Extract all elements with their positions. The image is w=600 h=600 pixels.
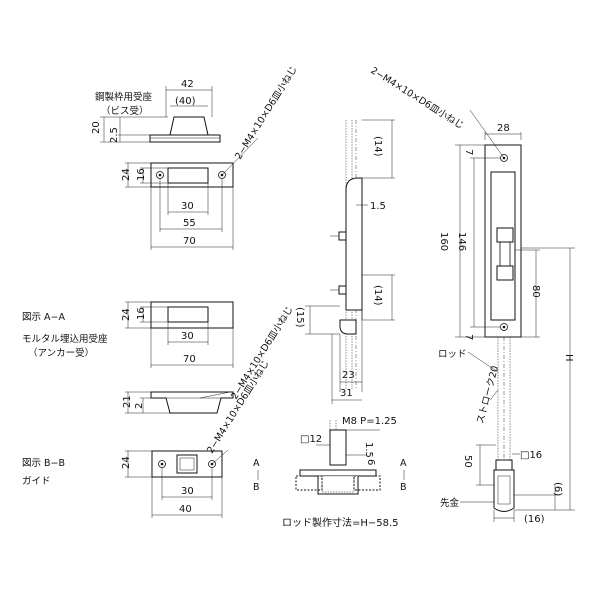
dim-160: 160 xyxy=(438,232,449,251)
view-a-a-label: 図示 A−A xyxy=(22,312,65,323)
stroke-label: ストローク20 xyxy=(475,365,501,425)
anchor-receiver-label: （アンカー受） xyxy=(28,347,94,359)
steel-receiver-top-dims: 42 (40) 20 2.5 xyxy=(91,79,213,143)
dim-1-5-b: 1.5 xyxy=(363,442,374,458)
latch-label: 先金 xyxy=(440,497,460,509)
steel-receiver-plan-view: 24 16 30 55 70 xyxy=(121,162,234,250)
dim-7-a: 7 xyxy=(463,149,474,155)
bolt-side-dims: (14) 1.5 (14) (15) 23 31 xyxy=(294,119,395,404)
mortar-receiver-side-view: 21 2 xyxy=(122,391,234,414)
flush-bolt-dims: 28 160 146 7 7 80 H □16 50 (6) (16) xyxy=(438,123,575,525)
section-a-left: A xyxy=(253,458,260,469)
dim-15-p: (15) xyxy=(294,307,305,328)
dim-24-b: 24 xyxy=(121,308,132,321)
dim-2-5: 2.5 xyxy=(109,127,120,143)
dim-70-a: 70 xyxy=(183,236,196,247)
view-b-b-label: 図示 B−B xyxy=(22,458,65,469)
dim-23: 23 xyxy=(342,370,355,381)
dim-2: 2 xyxy=(134,403,145,409)
dim-28: 28 xyxy=(497,123,510,134)
dim-50: 50 xyxy=(462,455,473,468)
dim-h: H xyxy=(563,354,574,362)
dim-70-b: 70 xyxy=(183,354,196,365)
mortar-receiver-plan-view: 24 16 30 70 xyxy=(121,301,234,368)
dim-12: □12 xyxy=(300,434,322,445)
screw-leader-right: 2−M4×10×D6皿小ねじ xyxy=(368,65,505,159)
guide-cross-section: M8 P=1.25 □12 1.5 6 xyxy=(295,416,397,495)
rod-label-leader: ロッド xyxy=(438,349,499,373)
dim-14-a: (14) xyxy=(372,136,383,157)
dim-16-b: 16 xyxy=(136,307,147,320)
dim-31: 31 xyxy=(340,388,353,399)
dim-6: 6 xyxy=(365,459,376,465)
screw-receiver-label: （ビス受） xyxy=(101,105,149,117)
dim-146: 146 xyxy=(456,232,467,251)
dim-6-p: (6) xyxy=(552,482,563,496)
dim-16-a: 16 xyxy=(136,168,147,181)
screw-spec-top: 2−M4×10×D6皿小ねじ xyxy=(233,64,299,161)
dim-16-square: □16 xyxy=(520,450,542,461)
screw-spec-right: 2−M4×10×D6皿小ねじ xyxy=(368,65,465,131)
section-a-right: A xyxy=(400,458,407,469)
rod-length-formula: ロッド製作寸法=H−58.5 xyxy=(282,516,399,529)
dim-21: 21 xyxy=(122,395,133,408)
dim-7-b: 7 xyxy=(463,334,474,340)
dim-1-5: 1.5 xyxy=(370,201,386,212)
bolt-side-view xyxy=(330,120,363,390)
dim-24-c: 24 xyxy=(121,456,132,469)
stroke-label-leader: ストローク20 xyxy=(475,365,501,425)
steel-frame-receiver-label: 鋼製枠用受座 xyxy=(95,91,153,103)
dim-40: (40) xyxy=(175,96,196,107)
dim-20: 20 xyxy=(91,121,102,134)
dim-14-b: (14) xyxy=(372,285,383,306)
section-a-b-markers-right: A B xyxy=(400,458,407,493)
latch-label-leader: 先金 xyxy=(440,497,494,509)
section-b-right: B xyxy=(400,482,407,493)
dim-30-a: 30 xyxy=(181,201,194,212)
dim-40-c: 40 xyxy=(179,504,192,515)
screw-spec-mid: 2−M4×10×D6皿小ねじ xyxy=(229,304,295,401)
steel-receiver-side-view xyxy=(149,116,221,143)
dim-30-c: 30 xyxy=(181,486,194,497)
dim-55: 55 xyxy=(183,218,196,229)
guide-label: ガイド xyxy=(22,476,51,487)
dim-24-a: 24 xyxy=(121,168,132,181)
section-a-b-markers-left: A B xyxy=(253,458,260,493)
dim-42: 42 xyxy=(181,79,194,90)
dim-30-b: 30 xyxy=(181,331,194,342)
mortar-receiver-label: モルタル埋込用受座 xyxy=(22,333,108,345)
dim-16-p: (16) xyxy=(524,514,545,525)
rod-label: ロッド xyxy=(438,349,467,360)
section-b-left: B xyxy=(253,482,260,493)
screw-leader-top: 2−M4×10×D6皿小ねじ xyxy=(221,64,300,176)
guide-plan-view: 24 30 40 xyxy=(121,450,223,518)
thread-spec: M8 P=1.25 xyxy=(342,416,397,427)
dim-80: 80 xyxy=(530,285,541,298)
flush-bolt-front-view xyxy=(484,144,522,512)
